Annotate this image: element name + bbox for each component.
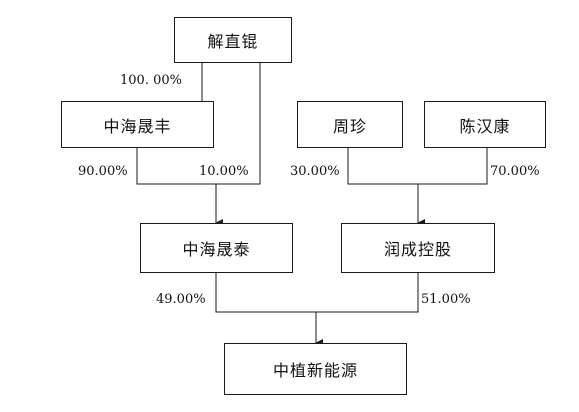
node-label: 解直锟 bbox=[207, 32, 259, 51]
node-label: 周珍 bbox=[332, 116, 367, 136]
pct-runcheng-to-zhongzhi: 51.00% bbox=[421, 292, 471, 307]
pct-zhou-to-runcheng: 30.00% bbox=[290, 164, 340, 179]
node-zhongzhi-xinnengyuan: 中植新能源 bbox=[224, 343, 407, 395]
pct-xie-to-shengtai: 10.00% bbox=[199, 164, 249, 179]
edge-shengtai-to-zhongzhi bbox=[215, 272, 316, 313]
node-label: 中海晟丰 bbox=[103, 116, 172, 136]
pct-shengfeng-to-shengtai: 90.00% bbox=[78, 164, 128, 179]
node-label: 润成控股 bbox=[383, 240, 452, 259]
node-label: 中植新能源 bbox=[272, 361, 358, 380]
edge-shengfeng-to-shengtai bbox=[136, 147, 216, 185]
node-zhonghai-shengtai: 中海晟泰 bbox=[140, 223, 293, 273]
pct-xie-to-shengfeng: 100. 00% bbox=[120, 73, 182, 88]
node-runcheng-konggu: 润成控股 bbox=[341, 223, 495, 273]
edge-chen-to-runcheng bbox=[418, 147, 488, 185]
node-zhonghai-shengfeng: 中海晟丰 bbox=[61, 101, 214, 148]
node-chen-hankang: 陈汉康 bbox=[424, 101, 546, 148]
pct-chen-to-runcheng: 70.00% bbox=[490, 164, 540, 179]
pct-shengtai-to-zhongzhi: 49.00% bbox=[156, 292, 206, 307]
edge-runcheng-to-zhongzhi bbox=[316, 272, 419, 313]
edge-zhou-to-runcheng bbox=[347, 147, 418, 185]
node-zhou-zhen: 周珍 bbox=[297, 101, 403, 148]
node-xie-zhikun: 解直锟 bbox=[174, 17, 292, 63]
node-label: 中海晟泰 bbox=[182, 240, 251, 259]
node-label: 陈汉康 bbox=[459, 116, 511, 136]
edge-xie-to-shengtai bbox=[216, 62, 261, 185]
